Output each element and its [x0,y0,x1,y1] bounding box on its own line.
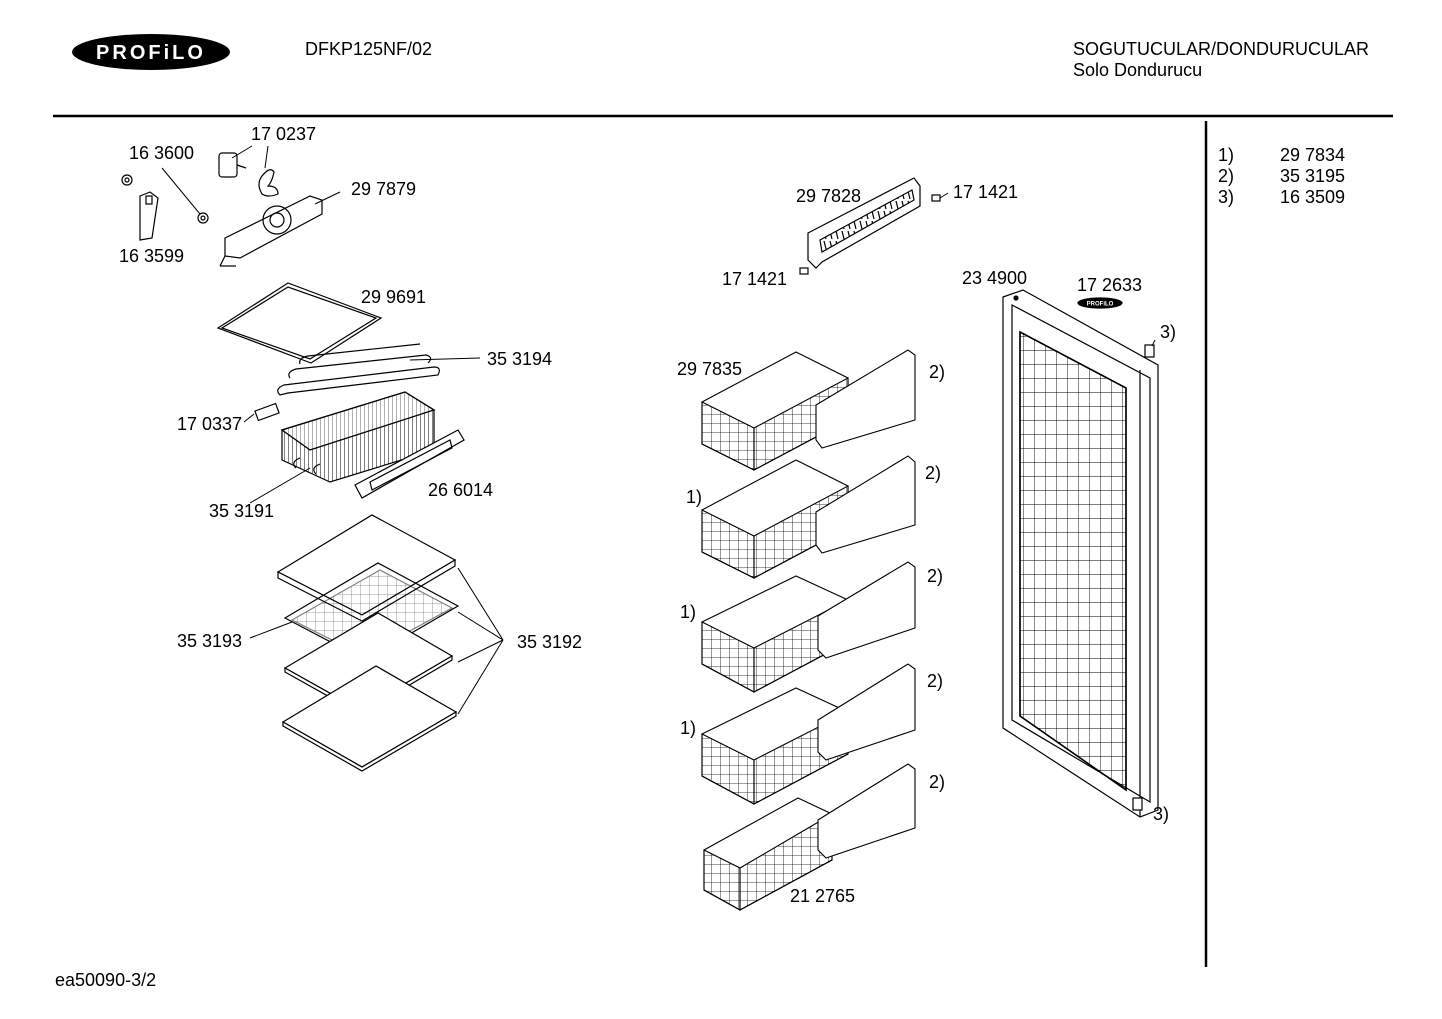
drawing-code: ea50090-3/2 [55,970,157,990]
freezer-door: PROFiLO [1002,289,1159,818]
ref-2-basket-1: 2) [929,362,946,382]
legend-key: 3) [1218,187,1235,207]
legend-value: 29 7834 [1280,145,1346,165]
legend-value: 16 3509 [1280,187,1346,207]
callout-266014: 26 6014 [428,480,494,500]
callout-234900: 23 4900 [962,268,1028,288]
callout-353194: 35 3194 [487,349,553,369]
ref-2-basket-3: 2) [927,566,944,586]
ref-1-basket-3: 1) [680,602,697,622]
glass-shelves [276,514,460,772]
ref-3-bottom-pin: 3) [1153,804,1170,824]
fan-assembly [121,152,323,267]
callout-297828: 29 7828 [796,186,862,206]
legend-value: 35 3195 [1280,166,1346,186]
subcategory-title: Solo Dondurucu [1073,60,1203,80]
ref-2-basket-2: 2) [925,463,942,483]
callout-163600: 16 3600 [129,143,195,163]
evaporator-assembly [216,282,465,499]
callout-171421-top: 17 1421 [953,182,1019,202]
callout-353193: 35 3193 [177,631,243,651]
ref-3-top-pin: 3) [1160,322,1177,342]
callout-170337: 17 0337 [177,414,243,434]
callout-297835: 29 7835 [677,359,743,379]
freezer-baskets [701,349,916,911]
ref-2-basket-4: 2) [927,671,944,691]
leader-lines [161,145,341,215]
model-number: DFKP125NF/02 [305,39,433,59]
ref-1-basket-2: 1) [686,487,703,507]
category-title: SOGUTUCULAR/DONDURUCULAR [1073,39,1370,59]
vent-grille [799,177,941,275]
legend-key: 2) [1218,166,1235,186]
ref-1-basket-4: 1) [680,718,697,738]
callout-172633: 17 2633 [1077,275,1143,295]
callout-171421-bottom: 17 1421 [722,269,788,289]
door-badge-text: PROFiLO [1087,302,1114,308]
callout-163599: 16 3599 [119,246,185,266]
brand-logo: PROFiLO [71,33,231,71]
callout-299691: 29 9691 [361,287,427,307]
callout-353192: 35 3192 [517,632,583,652]
legend-key: 1) [1218,145,1235,165]
ref-2-basket-5: 2) [929,772,946,792]
callout-212765: 21 2765 [790,886,856,906]
callout-170237: 17 0237 [251,124,317,144]
callout-353191: 35 3191 [209,501,275,521]
callout-297879: 29 7879 [351,179,417,199]
brand-logo-text: PROFiLO [96,42,206,64]
